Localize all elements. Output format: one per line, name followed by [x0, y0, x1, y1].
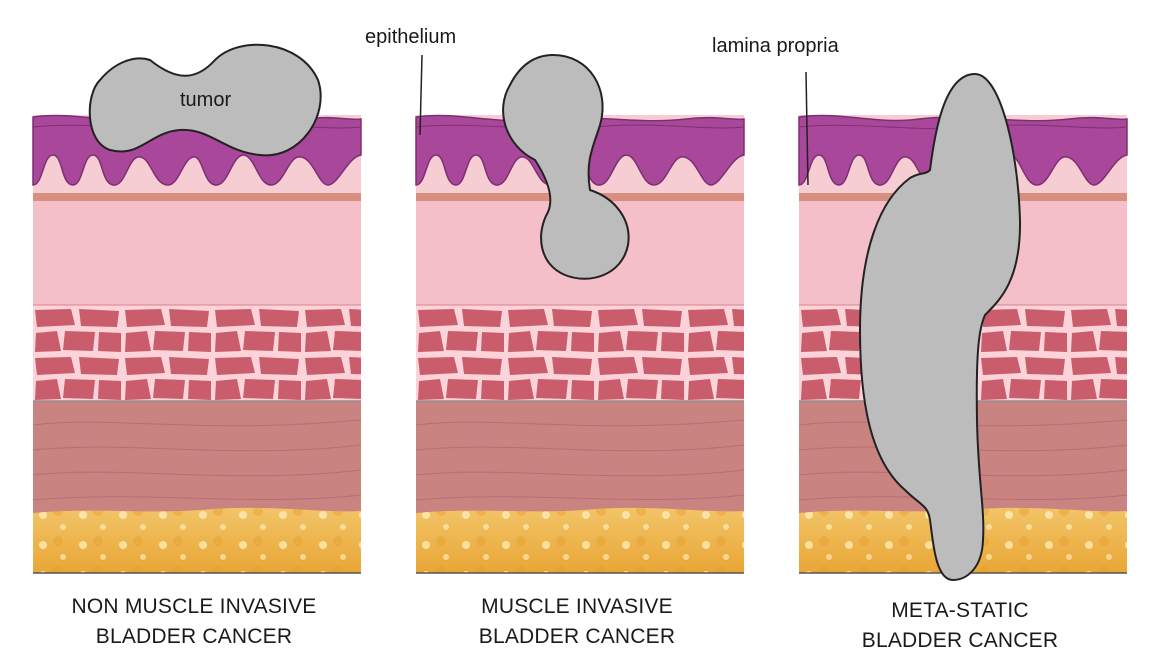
caption-line-1: NON MUSCLE INVASIVE [71, 595, 317, 618]
caption-line-1: MUSCLE INVASIVE [481, 595, 673, 618]
caption-non-muscle-invasive: NON MUSCLE INVASIVE BLADDER CANCER [14, 592, 374, 652]
caption-metastatic: META-STATIC BLADDER CANCER [780, 596, 1140, 656]
caption-muscle-invasive: MUSCLE INVASIVE BLADDER CANCER [397, 592, 757, 652]
lamina-propria-pointer-line [805, 71, 809, 186]
tumor-label: tumor [180, 89, 232, 111]
epithelium-pointer-line [419, 54, 423, 136]
caption-line-2: BLADDER CANCER [478, 625, 676, 648]
tumor-metastatic [858, 72, 1022, 582]
epithelium-label: epithelium [365, 26, 457, 48]
caption-line-2: BLADDER CANCER [95, 625, 293, 648]
tumor-muscle-invasive [502, 53, 630, 280]
tumor-non-invasive [88, 43, 322, 157]
lamina-propria-label: lamina propria [712, 35, 839, 57]
caption-line-2: BLADDER CANCER [861, 629, 1059, 652]
tissue-panel-1 [32, 114, 362, 574]
caption-line-1: META-STATIC [891, 599, 1029, 622]
